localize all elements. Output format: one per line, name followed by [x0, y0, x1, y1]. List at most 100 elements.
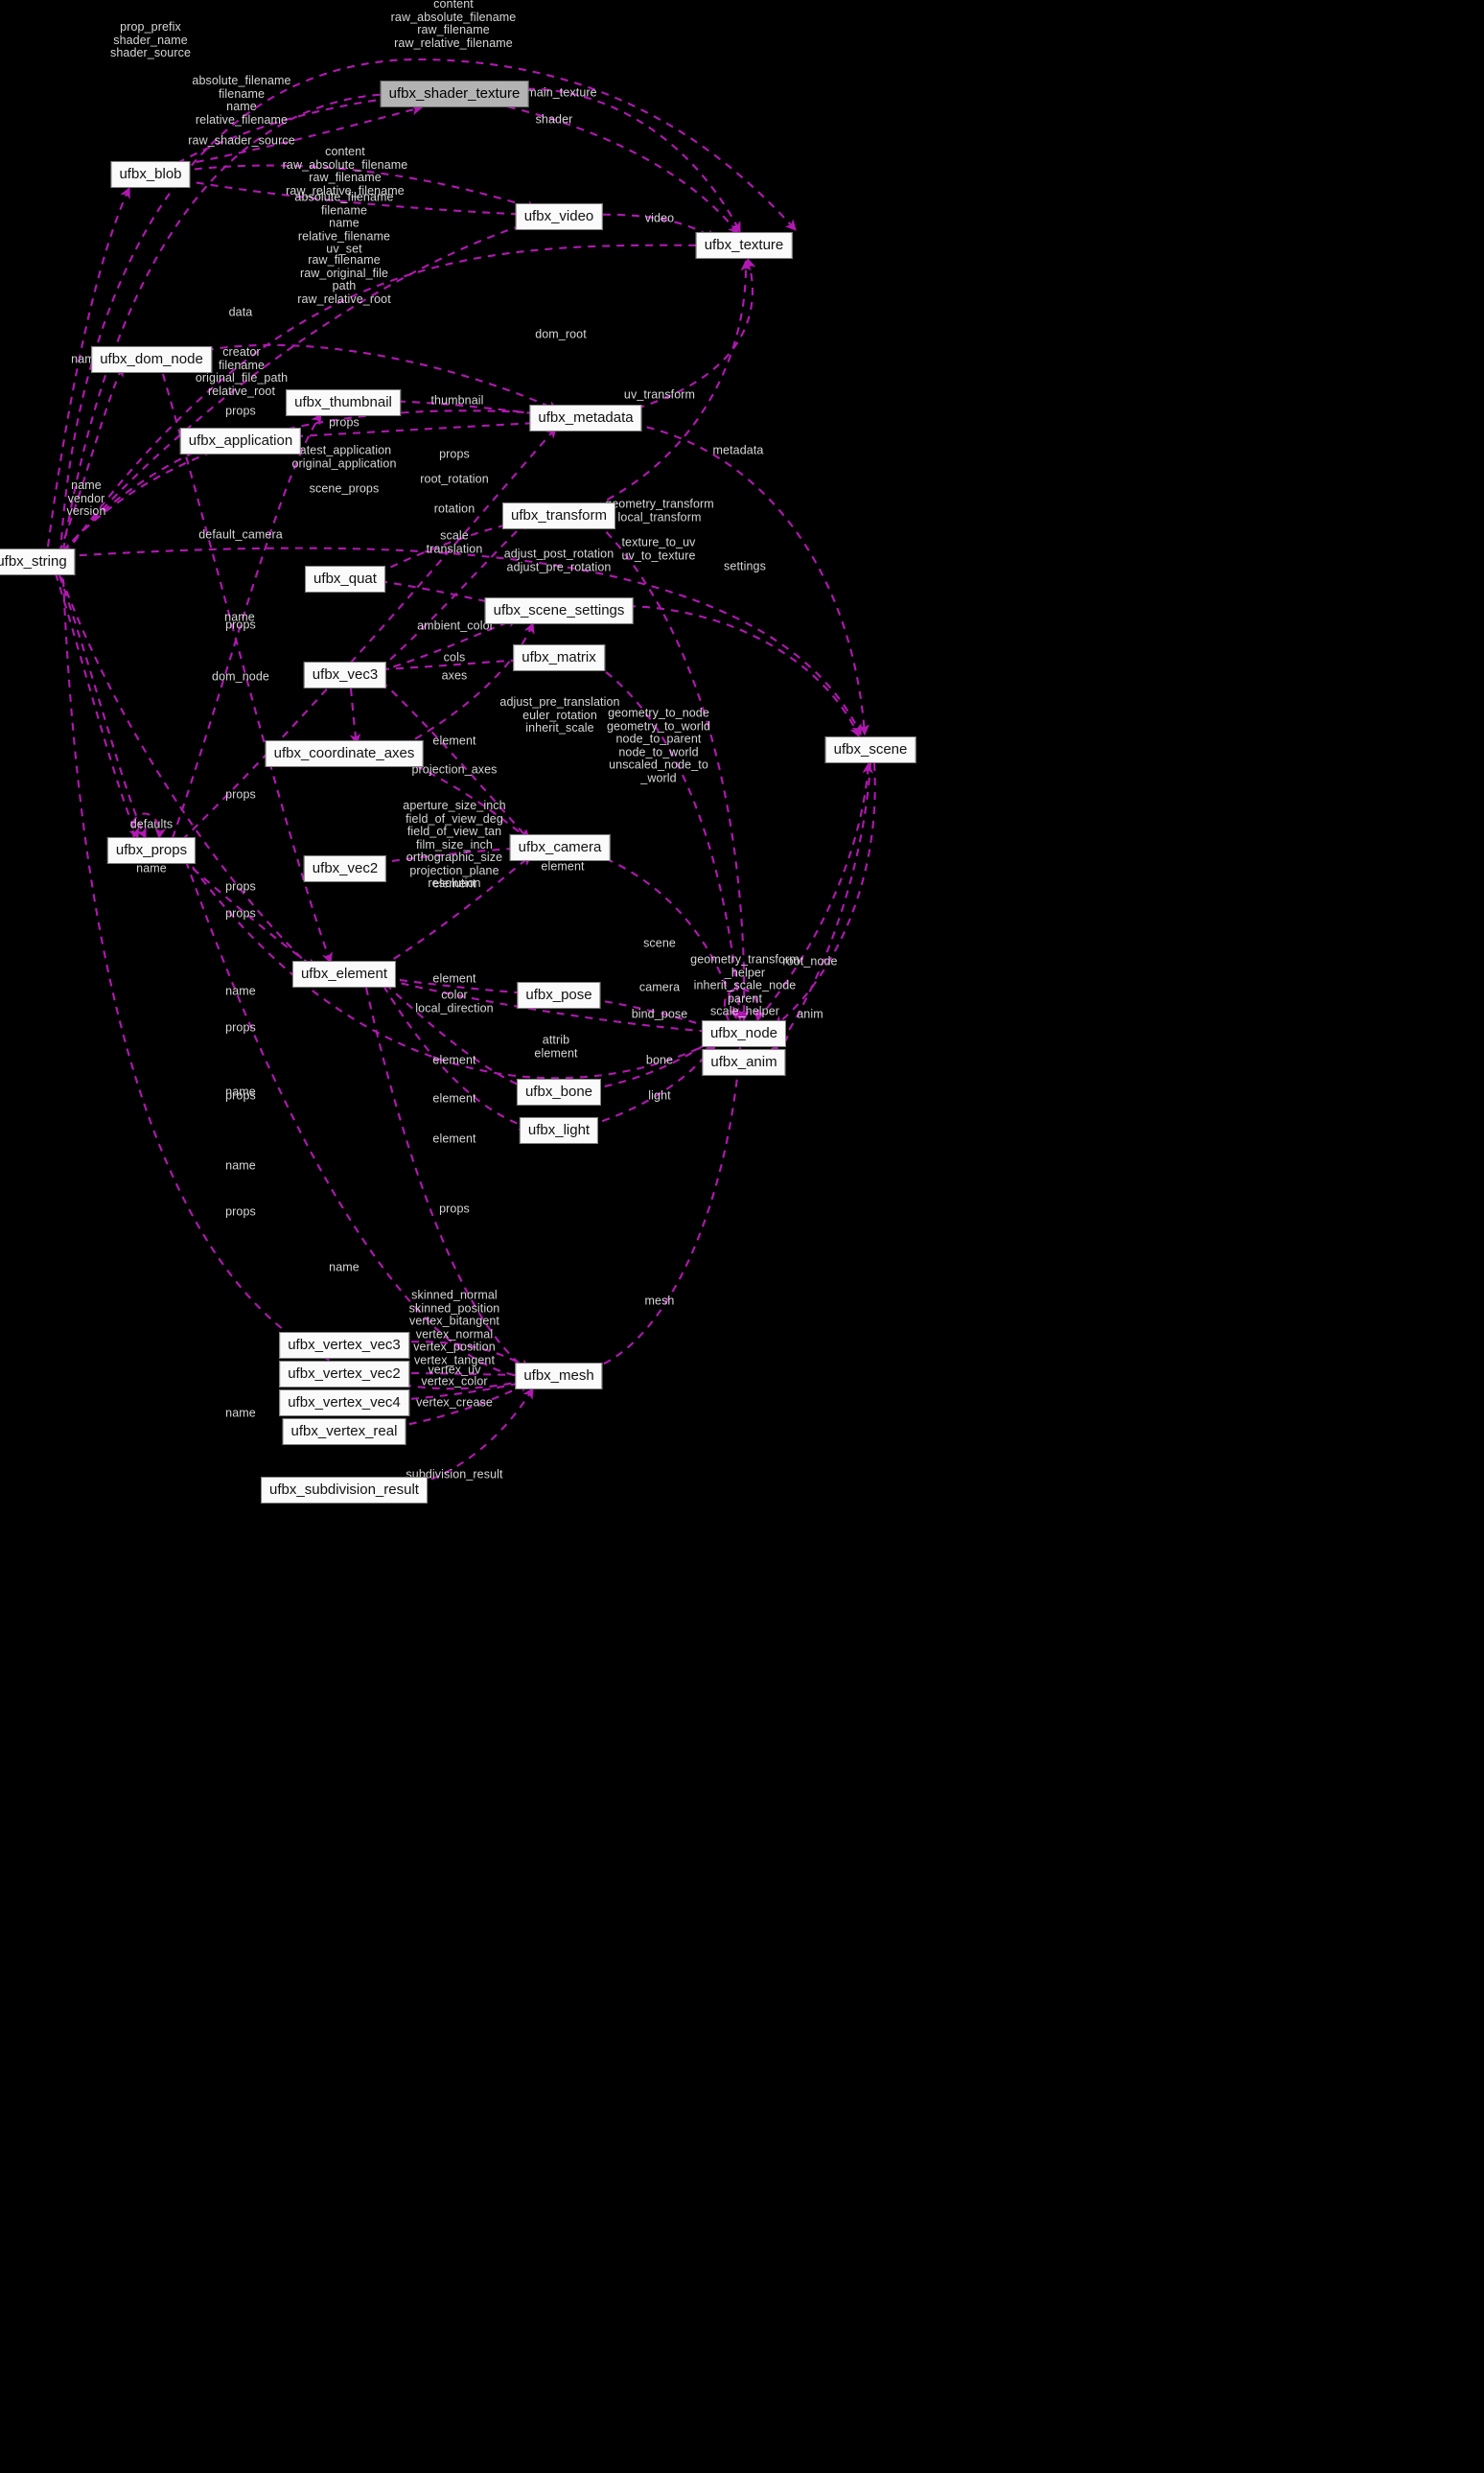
graph-node-ufbx-light[interactable]: ufbx_light	[519, 1117, 599, 1144]
graph-edge	[58, 574, 147, 840]
edge-label: scale translation	[426, 528, 483, 555]
edge-label: texture_to_uv uv_to_texture	[621, 535, 696, 562]
edge-label: vertex_color	[421, 1374, 488, 1388]
edge-label: video	[644, 211, 675, 225]
graph-node-ufbx-shader-texture[interactable]: ufbx_shader_texture	[380, 81, 529, 107]
edge-label: dom_root	[535, 327, 587, 341]
edge-label: raw_shader_source	[188, 133, 295, 148]
edge-label: adjust_post_rotation adjust_pre_rotation	[503, 547, 614, 573]
graph-node-ufbx-texture[interactable]: ufbx_texture	[695, 232, 793, 259]
graph-node-ufbx-application[interactable]: ufbx_application	[179, 428, 302, 455]
edge-label: props	[225, 1204, 256, 1219]
edge-label: scene_props	[309, 481, 380, 496]
graph-node-ufbx-blob[interactable]: ufbx_blob	[110, 161, 191, 188]
graph-edge	[60, 576, 315, 971]
graph-node-ufbx-anim[interactable]: ufbx_anim	[702, 1049, 786, 1076]
graph-node-ufbx-vec3[interactable]: ufbx_vec3	[303, 662, 387, 688]
graph-node-ufbx-camera[interactable]: ufbx_camera	[509, 834, 611, 861]
edge-label: projection_axes	[411, 762, 498, 777]
edge-label: geometry_transform local_transform	[605, 497, 714, 524]
edge-label: name	[225, 984, 256, 998]
graph-node-ufbx-vertex-vec3[interactable]: ufbx_vertex_vec3	[279, 1332, 409, 1359]
graph-node-ufbx-bone[interactable]: ufbx_bone	[516, 1079, 602, 1106]
edge-label: adjust_pre_translation euler_rotation in…	[499, 694, 620, 735]
graph-node-ufbx-scene[interactable]: ufbx_scene	[824, 736, 916, 763]
edge-label: bind_pose	[631, 1007, 688, 1021]
graph-edge	[632, 422, 870, 736]
edge-label: geometry_transform _helper inherit_scale…	[690, 952, 800, 1018]
graph-node-ufbx-matrix[interactable]: ufbx_matrix	[513, 644, 605, 671]
edge-label: ambient_color	[417, 618, 494, 633]
graph-node-ufbx-metadata[interactable]: ufbx_metadata	[529, 405, 642, 432]
edge-label: mesh	[644, 1294, 675, 1308]
edge-label: defaults	[129, 817, 174, 831]
graph-node-ufbx-vertex-real[interactable]: ufbx_vertex_real	[282, 1418, 406, 1445]
edge-label: dom_node	[212, 669, 269, 684]
graph-node-ufbx-quat[interactable]: ufbx_quat	[305, 566, 385, 593]
graph-node-ufbx-vec2[interactable]: ufbx_vec2	[303, 855, 387, 882]
edge-label: geometry_to_node geometry_to_world node_…	[606, 706, 711, 784]
edge-label: axes	[441, 668, 468, 683]
edge-label: element	[432, 1053, 476, 1067]
edge-label: attrib element	[534, 1033, 578, 1060]
edge-label: props	[225, 1020, 256, 1035]
edge-label: thumbnail	[430, 393, 484, 408]
graph-node-ufbx-thumbnail[interactable]: ufbx_thumbnail	[286, 389, 401, 416]
edge-label: shader	[535, 112, 573, 127]
graph-edge	[58, 364, 124, 553]
edge-label: element	[432, 971, 476, 986]
edge-label: rotation	[433, 502, 475, 516]
graph-node-ufbx-element[interactable]: ufbx_element	[291, 961, 397, 988]
edge-label: anim	[797, 1007, 823, 1021]
edge-label: main_texture	[526, 85, 597, 100]
edge-label: color local_direction	[415, 988, 494, 1015]
edge-label: props	[225, 787, 256, 802]
edge-label: props	[225, 618, 256, 632]
edge-label: light	[648, 1088, 671, 1103]
graph-edge	[64, 547, 862, 736]
edge-label: bone	[645, 1053, 674, 1067]
edge-label: element	[432, 734, 476, 748]
edge-label: scene	[643, 936, 676, 950]
edge-label: element	[432, 1132, 476, 1146]
graph-node-ufbx-string[interactable]: ufbx_string	[0, 548, 76, 575]
graph-node-ufbx-coordinate-axes[interactable]: ufbx_coordinate_axes	[265, 740, 424, 767]
edge-label: prop_prefix shader_name shader_source	[110, 19, 191, 59]
graph-node-ufbx-mesh[interactable]: ufbx_mesh	[515, 1363, 603, 1389]
edge-label: cols	[443, 650, 466, 665]
edge-label: name	[136, 861, 167, 875]
graph-node-ufbx-video[interactable]: ufbx_video	[515, 203, 603, 230]
graph-edge	[54, 572, 140, 840]
edge-label: metadata	[712, 443, 764, 457]
edge-label: raw_filename raw_original_file path raw_…	[297, 253, 391, 306]
edge-label: skinned_normal skinned_position vertex_b…	[408, 1288, 500, 1366]
graph-node-ufbx-dom-node[interactable]: ufbx_dom_node	[91, 346, 212, 373]
edge-label: settings	[724, 559, 766, 573]
graph-edge	[280, 416, 558, 439]
edge-label: props	[329, 415, 359, 430]
edge-label: props	[225, 906, 256, 921]
edge-label: name vendor version	[66, 478, 106, 518]
graph-node-ufbx-props[interactable]: ufbx_props	[106, 837, 197, 864]
edge-label: props	[439, 447, 470, 461]
graph-node-ufbx-subdivision-result[interactable]: ufbx_subdivision_result	[261, 1477, 428, 1504]
edge-label: element	[541, 859, 585, 874]
graph-node-ufbx-vertex-vec4[interactable]: ufbx_vertex_vec4	[279, 1389, 409, 1416]
edge-label: latest_application original_application	[291, 443, 397, 470]
edge-label: camera	[638, 980, 681, 994]
edge-label: absolute_filename filename name relative…	[192, 74, 291, 127]
edge-label: props	[225, 404, 256, 418]
edge-label: props	[225, 879, 256, 894]
edge-label: content raw_absolute_filename raw_filena…	[390, 0, 517, 50]
graph-node-ufbx-node[interactable]: ufbx_node	[701, 1020, 787, 1047]
graph-edge	[349, 688, 361, 746]
edge-label: default_camera	[198, 527, 283, 542]
graph-node-ufbx-vertex-vec2[interactable]: ufbx_vertex_vec2	[279, 1361, 409, 1388]
edge-label: root_rotation	[420, 472, 489, 486]
graph-node-ufbx-pose[interactable]: ufbx_pose	[517, 982, 601, 1009]
graph-node-ufbx-scene-settings[interactable]: ufbx_scene_settings	[484, 597, 634, 624]
edge-label: vertex_crease	[416, 1395, 493, 1410]
graph-node-ufbx-transform[interactable]: ufbx_transform	[501, 502, 616, 529]
edge-label: props	[225, 1088, 256, 1103]
